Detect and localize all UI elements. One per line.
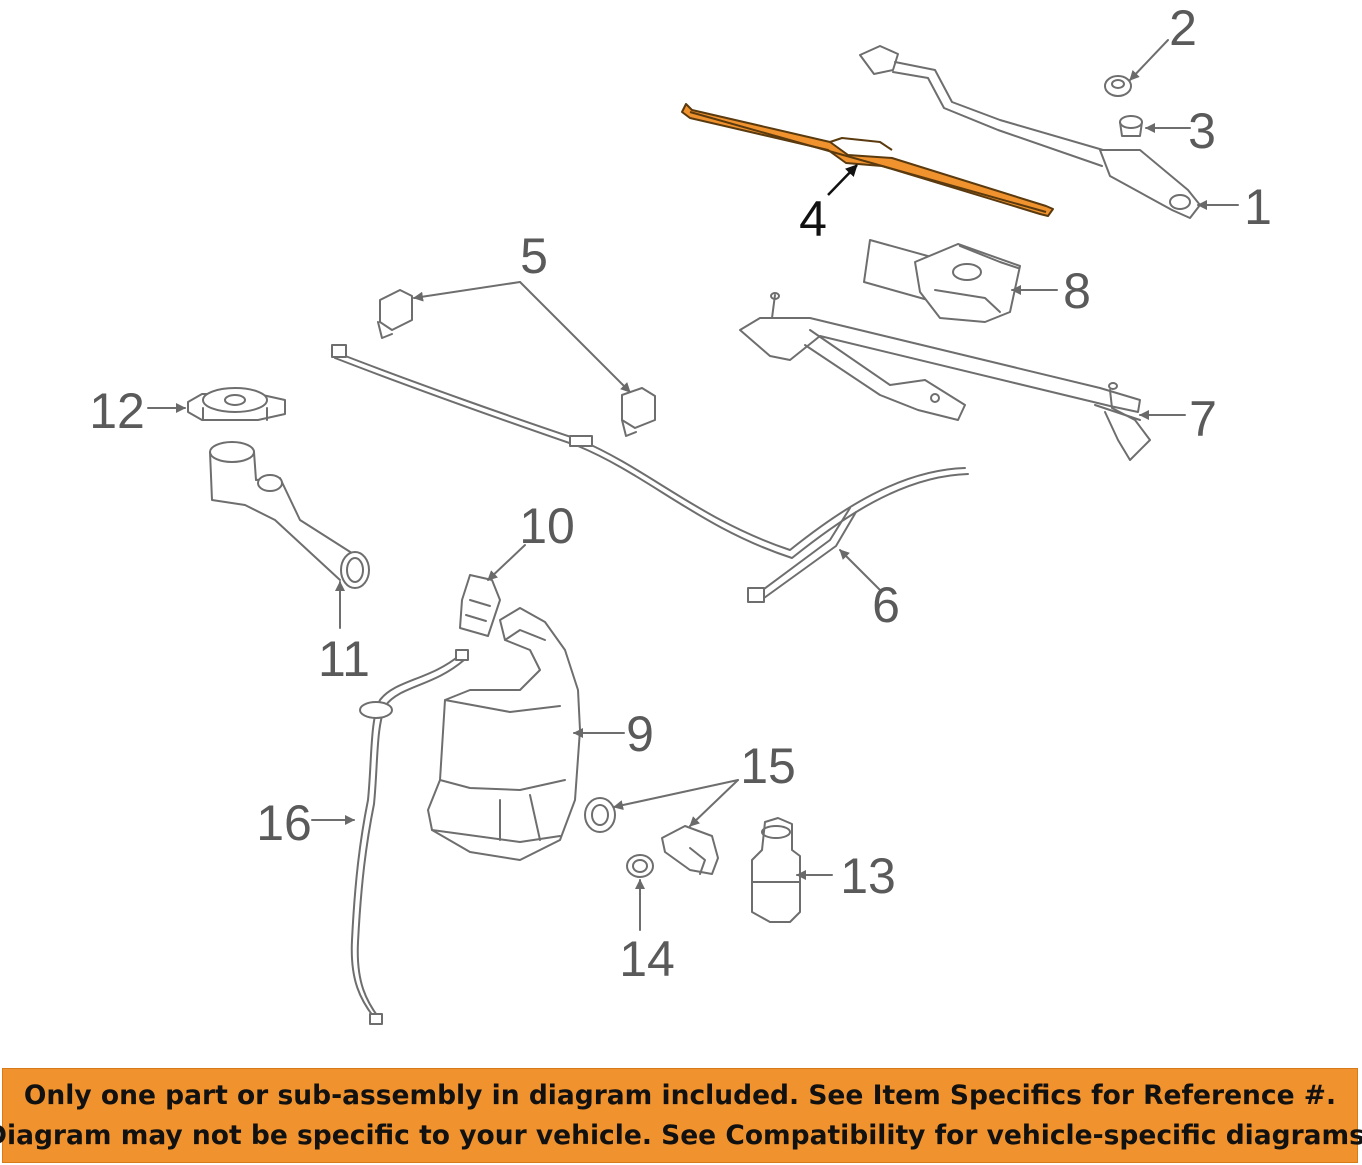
callout-7: 7 [1189, 391, 1217, 447]
callout-11: 11 [318, 631, 370, 687]
callout-1: 1 [1244, 179, 1272, 235]
callout-8: 8 [1063, 263, 1091, 319]
seal-part [626, 854, 654, 878]
reservoir-cap-part [187, 387, 286, 421]
callout-15: 15 [740, 738, 796, 794]
washer-hose-part [331, 344, 969, 603]
washer-pump-part [751, 817, 801, 923]
grommet-part [584, 797, 616, 833]
callout-9: 9 [626, 706, 654, 762]
pump-hose-part [350, 649, 469, 1025]
wiper-linkage-part [739, 292, 1151, 461]
connector-part [661, 825, 719, 875]
callout-6: 6 [872, 577, 900, 633]
washer-reservoir-part [427, 607, 581, 861]
disclaimer-line-2: Diagram may not be specific to your vehi… [0, 1119, 1362, 1151]
callout-12: 12 [89, 383, 145, 439]
bracket-part [459, 574, 501, 637]
wiper-arm-part [859, 45, 1201, 219]
callout-2: 2 [1169, 0, 1197, 56]
disclaimer-line-1: Only one part or sub-assembly in diagram… [23, 1079, 1337, 1111]
callout-5: 5 [520, 228, 548, 284]
wiper-motor-part [863, 239, 1021, 323]
washer-nozzle-part [377, 289, 656, 437]
cap-part [1119, 115, 1143, 137]
callout-14: 14 [619, 931, 675, 987]
callout-16: 16 [256, 795, 312, 851]
callout-3: 3 [1188, 103, 1216, 159]
disclaimer-banner: Only one part or sub-assembly in diagram… [0, 1068, 1362, 1163]
nut-part [1104, 75, 1132, 97]
wiper-blade-part [681, 103, 1054, 217]
filler-neck-part [209, 441, 370, 589]
callout-10: 10 [519, 498, 575, 554]
callout-4: 4 [799, 191, 827, 247]
parts-diagram: 1 2 3 4 5 6 7 8 9 10 11 12 13 14 15 16 [89, 0, 1272, 1025]
callout-13: 13 [840, 848, 896, 904]
